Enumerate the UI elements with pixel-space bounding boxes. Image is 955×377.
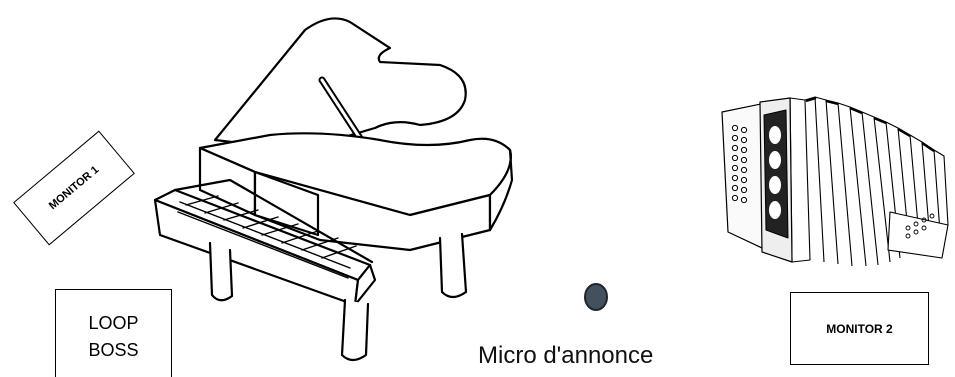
monitor-2-box: MONITOR 2 [790,292,929,365]
loop-boss-box: LOOP BOSS [55,289,172,377]
micro-label: Micro d'annonce [478,342,654,369]
monitor-2-text: MONITOR 2 [826,321,893,336]
monitor-1-text: MONITOR 1 [46,163,102,213]
microphone-icon [584,283,608,311]
loop-line-1: LOOP [88,312,139,333]
accordion-icon [721,96,949,267]
loop-line-2: BOSS [88,339,139,360]
grand-piano-icon [153,17,514,362]
